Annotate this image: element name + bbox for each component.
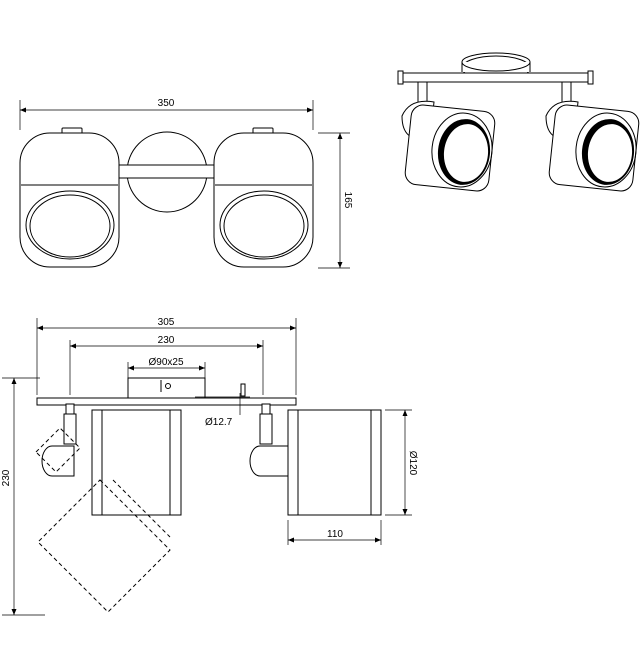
dim-shade-depth-label: 110: [327, 529, 343, 540]
dim-shade-diameter-label: Ø120: [407, 451, 418, 476]
persp-bar: [397, 72, 594, 83]
dim-165: 165: [318, 132, 353, 269]
front-right-shade: [249, 403, 382, 516]
dim-canopy: Ø90x25: [127, 357, 206, 378]
dim-rod-label: Ø12.7: [205, 417, 233, 428]
perspective-view: [397, 52, 640, 192]
dim-total-height: 230: [1, 377, 45, 616]
persp-right-shade: [545, 81, 640, 192]
right-shade-top: [213, 127, 314, 268]
front-view: 305 230 Ø90x25: [1, 317, 418, 616]
top-view: 350 165: [19, 98, 353, 269]
dim-rod: Ø12.7: [195, 393, 250, 428]
dim-305-label: 305: [158, 317, 175, 328]
dim-305: 305: [36, 317, 297, 395]
dim-230-inner-label: 230: [158, 335, 175, 346]
dim-total-height-label: 230: [1, 469, 12, 486]
dim-230-inner: 230: [69, 335, 264, 395]
dim-165-label: 165: [342, 192, 353, 209]
dim-350-label: 350: [158, 98, 175, 109]
dim-shade-diameter: Ø120: [385, 409, 418, 516]
dim-shade-depth: 110: [287, 520, 382, 545]
dim-canopy-label: Ø90x25: [148, 357, 183, 368]
front-bar: [36, 397, 297, 406]
persp-left-shade: [401, 81, 496, 192]
top-bar: [117, 164, 217, 179]
left-shade-top: [19, 127, 120, 268]
front-left-shade: [35, 403, 182, 613]
dim-350: 350: [19, 98, 314, 130]
